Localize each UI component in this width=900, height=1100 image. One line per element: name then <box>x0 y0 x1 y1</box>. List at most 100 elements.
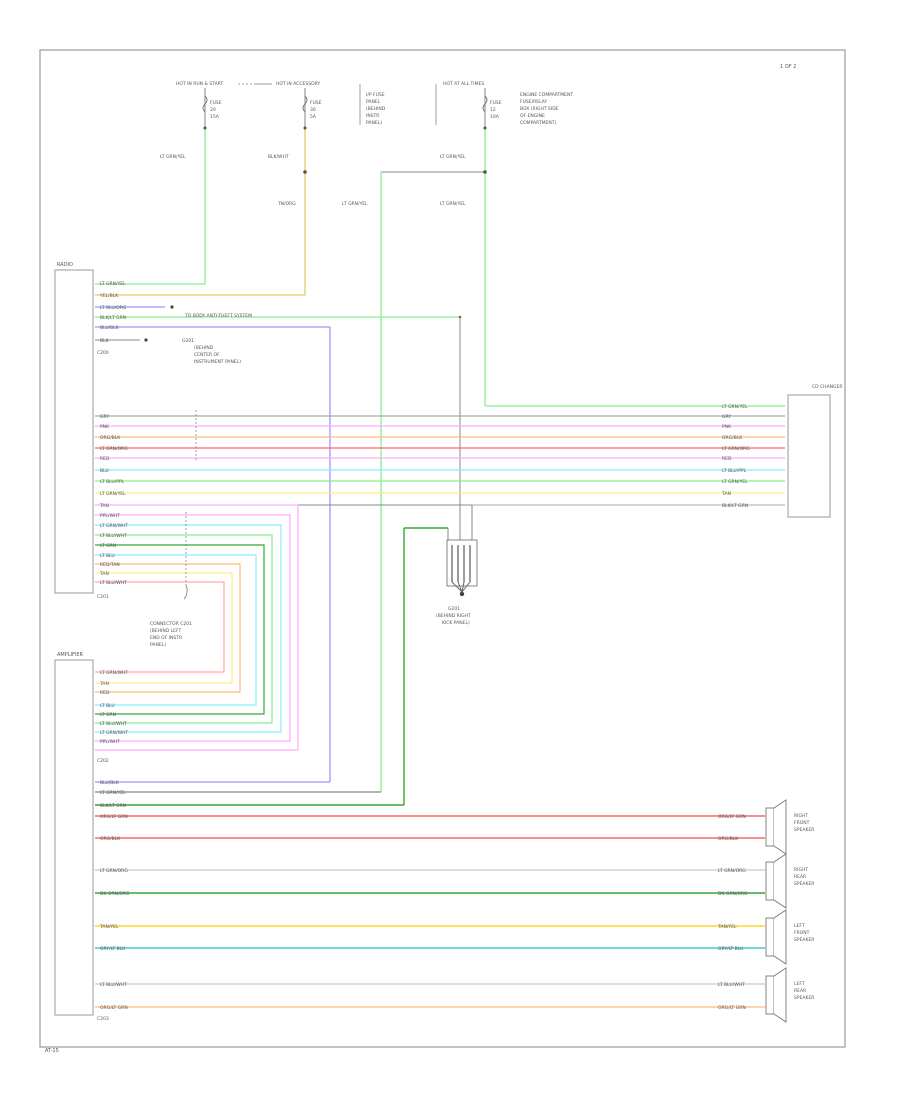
engine-fuse-note-5: COMPARTMENT) <box>520 120 556 126</box>
spk-rr-left-1: LT GRN/ORG <box>100 868 128 874</box>
ip-fuse-note-3: (BEHIND <box>366 106 386 112</box>
radio-pin-4: BLK/LT GRN <box>100 315 126 321</box>
speaker-icon <box>765 807 775 847</box>
ip-fuse-note-4: INSTR <box>366 113 379 119</box>
amp-pin-labels: LT GRN/WHT TAN RED LT BLU LT GRN LT BLU/… <box>99 670 128 809</box>
cd-pin-9: TAN <box>721 491 731 497</box>
spk-rf-right-1: ORG/LT GRN <box>718 814 746 820</box>
speaker-lf-label-1: LEFT <box>794 923 805 929</box>
spk-lr-left-1: LT BLU/WHT <box>100 982 127 988</box>
cd-pin-7: LT BLU/PPL <box>722 468 747 474</box>
speaker-lf-label-2: FRONT <box>794 930 810 936</box>
speaker-wires <box>95 815 765 1008</box>
fuse-2-line1: FUSE <box>310 100 322 106</box>
fuse-2-line2: 30 <box>310 107 316 113</box>
speaker-icon <box>765 975 775 1015</box>
radio-lower-pin-7: LT BLU/PPL <box>100 479 125 485</box>
spk-lf-right-2: GRY/LT BLU <box>718 946 743 952</box>
radio-lower-pin-14: LT BLU <box>100 553 115 559</box>
cd-pin-10: BLK/LT GRN <box>722 503 748 509</box>
source-3-label: HOT AT ALL TIMES <box>443 81 484 87</box>
radio-lower-pin-17: LT BLU/WHT <box>100 580 127 586</box>
radio-box <box>54 269 94 594</box>
radio-lower-pin-13: LT GRN <box>100 543 116 549</box>
radio-to-amp-loops <box>95 504 299 751</box>
spk-lf-right-1: TAN/YEL <box>717 924 737 930</box>
amp-pin-5: LT GRN <box>100 712 116 718</box>
amp-pin-2: TAN <box>99 681 109 687</box>
ground-label-3: KICK PANEL) <box>442 620 470 626</box>
radio-lower-pin-12: LT BLU/WHT <box>100 533 127 539</box>
connector-note-3: END OF INSTR <box>150 635 182 641</box>
cd-pin-6: RED <box>722 456 732 462</box>
spk-rr-right-2: DK GRN/ORG <box>718 891 748 897</box>
speaker-left-front: LEFT FRONT SPEAKER <box>765 909 814 965</box>
engine-fuse-note-3: BOX (RIGHT SIDE <box>520 106 559 112</box>
spk-lf-left-2: GRY/LT BLU <box>100 946 125 952</box>
top-sources: HOT IN RUN & START HOT IN ACCESSORY HOT … <box>176 81 573 128</box>
pin-markers <box>144 305 462 342</box>
speaker-right-rear: RIGHT REAR SPEAKER <box>765 853 814 909</box>
speaker-rf-label-1: RIGHT <box>794 813 808 819</box>
amplifier-label: AMPLIFIER <box>57 652 84 658</box>
feed-label-2: BLK/WHT <box>268 154 289 160</box>
radio-lower-pin-1: GRY <box>100 414 109 420</box>
speaker-left-rear: LEFT REAR SPEAKER <box>765 967 814 1023</box>
spk-rf-left-2: ORG/BLK <box>100 836 121 842</box>
engine-fuse-note-2: FUSE/RELAY <box>520 99 547 105</box>
speaker-icon <box>765 861 775 901</box>
fuse-3-dot <box>483 126 487 130</box>
cd-pin-2: GRY <box>722 414 731 420</box>
feed-wires <box>95 126 785 793</box>
speaker-wire-labels-left: ORG/LT GRN ORG/BLK LT GRN/ORG DK GRN/ORG… <box>99 814 130 1011</box>
fuse-1-line3: 15A <box>210 114 220 120</box>
amp-mid-pin-1: BLU/BLK <box>100 780 120 786</box>
cd-changer-box <box>787 394 831 518</box>
ground-note-2: (BEHIND <box>194 345 214 351</box>
cd-pin-1: LT GRN/YEL <box>722 404 748 410</box>
radio-lower-pin-10: PPL/WHT <box>100 513 120 519</box>
radio-lower-pin-2: PNK <box>100 424 110 430</box>
feed-label-1: LT GRN/YEL <box>160 154 186 160</box>
fuse-3-icon <box>482 88 488 128</box>
speaker-rr-label-2: REAR <box>794 874 806 880</box>
ground-label-1: G201 <box>448 606 460 612</box>
fuse-1-line1: FUSE <box>210 100 222 106</box>
amplifier-box <box>54 659 94 1016</box>
radio-pin-6: BLK <box>100 338 110 344</box>
radio-label: RADIO <box>57 262 73 268</box>
radio-pin-1: LT GRN/YEL <box>100 281 126 287</box>
radio-top-pins: LT GRN/YEL YEL/BLK LT BLU/ORG BLK/LT GRN… <box>95 281 461 783</box>
source-1-label: HOT IN RUN & START <box>176 81 224 87</box>
mid-wire-1: TN/ORG <box>277 201 296 207</box>
ip-fuse-note-2: PANEL <box>366 99 381 105</box>
cd-pin-3: PNK <box>722 424 732 430</box>
radio-lower-pin-5: RED <box>100 456 110 462</box>
mid-wire-3: LT GRN/YEL <box>440 201 466 207</box>
amp-mid-pin-2: LT GRN/YEL <box>100 790 126 796</box>
anti-theft-note: TO BODY ANTI-THEFT SYSTEM <box>184 313 252 319</box>
speaker-wire-labels-right: ORG/LT GRN ORG/BLK LT GRN/ORG DK GRN/ORG… <box>717 814 748 1011</box>
radio-lower-pin-3: ORG/BLK <box>100 435 121 441</box>
radio-connector-c200: C200 <box>97 350 109 356</box>
fuse-2-icon <box>302 88 308 128</box>
fuse-1-icon <box>202 88 208 128</box>
fuse-2-dot <box>303 126 307 130</box>
ground-cluster: G201 (BEHIND RIGHT KICK PANEL) <box>95 527 478 806</box>
radio-lower-pin-labels: GRY PNK ORG/BLK LT GRN/ORG RED BLU LT BL… <box>99 414 128 586</box>
ground-note-3: CENTER OF <box>194 352 220 358</box>
radio-lower-pin-15: RED/TAN <box>100 562 120 568</box>
ip-fuse-note-1: I/P FUSE <box>366 92 385 98</box>
radio-pin-5: BLU/BLK <box>100 325 120 331</box>
source-2-label: HOT IN ACCESSORY <box>276 81 320 87</box>
speaker-icon <box>765 917 775 957</box>
speaker-rr-label-1: RIGHT <box>794 867 808 873</box>
fuse-1-dot <box>203 126 207 130</box>
ground-icon <box>459 591 465 597</box>
footer-code: AT-15 <box>45 1048 59 1054</box>
fuse-2-line3: 5A <box>310 114 317 120</box>
amp-pin-1: LT GRN/WHT <box>100 670 128 676</box>
ground-note-1: G201 <box>182 338 194 344</box>
radio-lower-pin-9: TAN <box>99 503 109 509</box>
